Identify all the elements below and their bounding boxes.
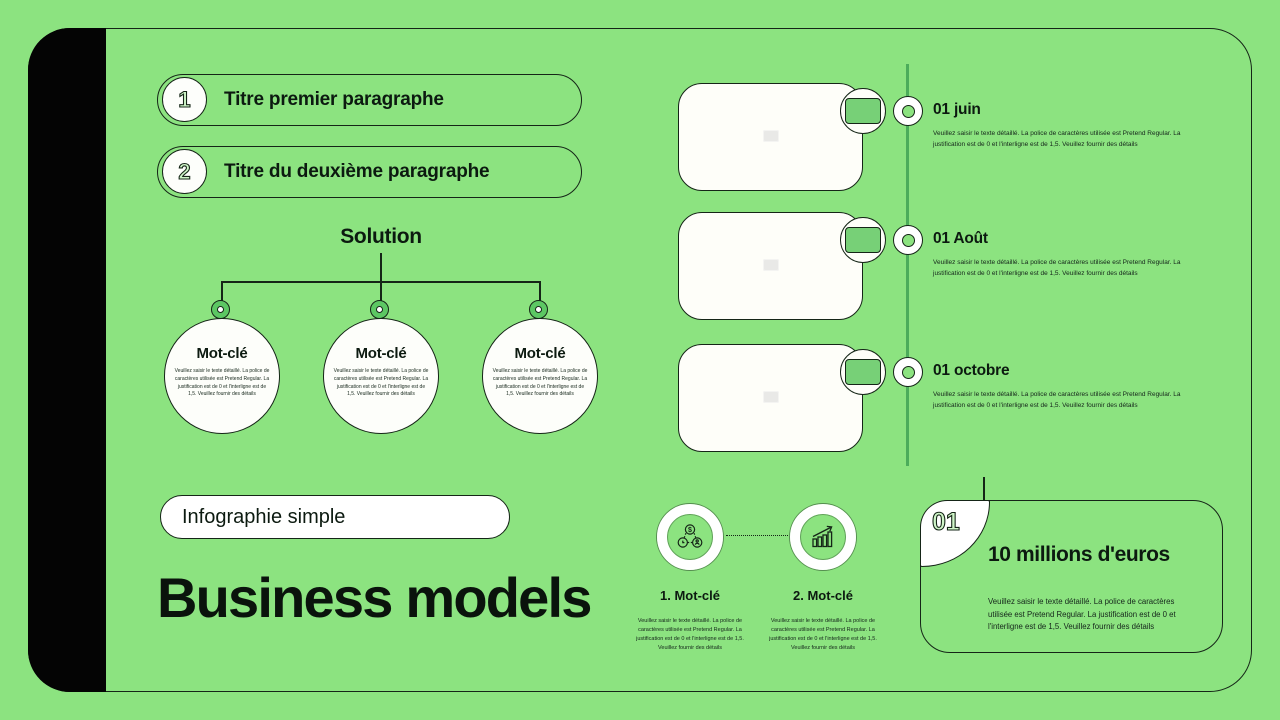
card-tab-1 [845, 98, 881, 124]
tree-drop-line-2 [380, 281, 382, 303]
step-circle-1: $ [657, 504, 723, 570]
growth-chart-icon [812, 525, 833, 548]
step-circle-2 [790, 504, 856, 570]
image-placeholder-icon [763, 259, 779, 271]
timeline-body-2: Veuillez saisir le texte détaillé. La po… [933, 259, 1181, 277]
main-title: Business models [157, 566, 592, 629]
node-body: Veuillez saisir le texte détaillé. La po… [492, 368, 588, 398]
timeline-date-1: 01 juin [933, 101, 981, 118]
intro-title-1: Titre premier paragraphe [224, 89, 444, 110]
card-tab-2 [845, 227, 881, 253]
tree-drop-line-1 [221, 281, 223, 303]
timeline-marker-3 [893, 357, 923, 387]
tree-connector-ring-2 [370, 300, 389, 319]
intro-number-1: 1 [178, 86, 191, 112]
tree-stem-line [380, 253, 382, 282]
timeline-card-1 [678, 83, 863, 191]
step-body-1: Veuillez saisir le texte détaillé. La po… [636, 618, 744, 652]
number-badge-2: 2 [162, 149, 207, 194]
number-badge-1: 1 [162, 77, 207, 122]
node-title: Mot-clé [355, 345, 407, 362]
solution-node-3: Mot-clé Veuillez saisir le texte détaill… [482, 318, 598, 434]
timeline-date-3: 01 octobre [933, 362, 1010, 379]
step-body-2: Veuillez saisir le texte détaillé. La po… [769, 618, 877, 652]
node-body: Veuillez saisir le texte détaillé. La po… [333, 368, 429, 398]
svg-text:$: $ [688, 527, 692, 534]
timeline-marker-2 [893, 225, 923, 255]
intro-pill-2: 2 Titre du deuxième paragraphe [157, 146, 582, 198]
highlight-card [920, 500, 1223, 653]
solution-node-1: Mot-clé Veuillez saisir le texte détaill… [164, 318, 280, 434]
tree-connector-ring-3 [529, 300, 548, 319]
timeline-date-2: 01 Août [933, 230, 988, 247]
step-label-1: 1. Mot-clé [660, 588, 720, 603]
timeline-body-1: Veuillez saisir le texte détaillé. La po… [933, 130, 1181, 148]
card-tab-3 [845, 359, 881, 385]
step-label-2: 2. Mot-clé [793, 588, 853, 603]
timeline-axis-line [906, 64, 909, 466]
timeline-marker-1 [893, 96, 923, 126]
node-title: Mot-clé [196, 345, 248, 362]
timeline-card-3 [678, 344, 863, 452]
highlight-number: 01 [931, 507, 960, 536]
intro-title-2: Titre du deuxième paragraphe [224, 161, 490, 182]
image-placeholder-icon [763, 130, 779, 142]
step-connector-line [726, 535, 788, 536]
node-body: Veuillez saisir le texte détaillé. La po… [174, 368, 270, 398]
money-cycle-icon: $ [677, 524, 703, 548]
image-placeholder-icon [763, 391, 779, 403]
sketch-tick-line [983, 477, 985, 501]
highlight-title: 10 millions d'euros [988, 543, 1170, 566]
tree-connector-ring-1 [211, 300, 230, 319]
intro-pill-1: 1 Titre premier paragraphe [157, 74, 582, 126]
subtitle-badge: Infographie simple [160, 495, 510, 539]
timeline-card-2 [678, 212, 863, 320]
highlight-body: Veuillez saisir le texte détaillé. La po… [988, 597, 1176, 632]
subtitle-badge-label: Infographie simple [182, 505, 346, 528]
node-title: Mot-clé [514, 345, 566, 362]
tree-drop-line-3 [539, 281, 541, 303]
book-spine [28, 28, 106, 692]
solution-node-2: Mot-clé Veuillez saisir le texte détaill… [323, 318, 439, 434]
solution-title: Solution [340, 225, 422, 248]
timeline-body-3: Veuillez saisir le texte détaillé. La po… [933, 391, 1181, 409]
intro-number-2: 2 [178, 158, 191, 184]
